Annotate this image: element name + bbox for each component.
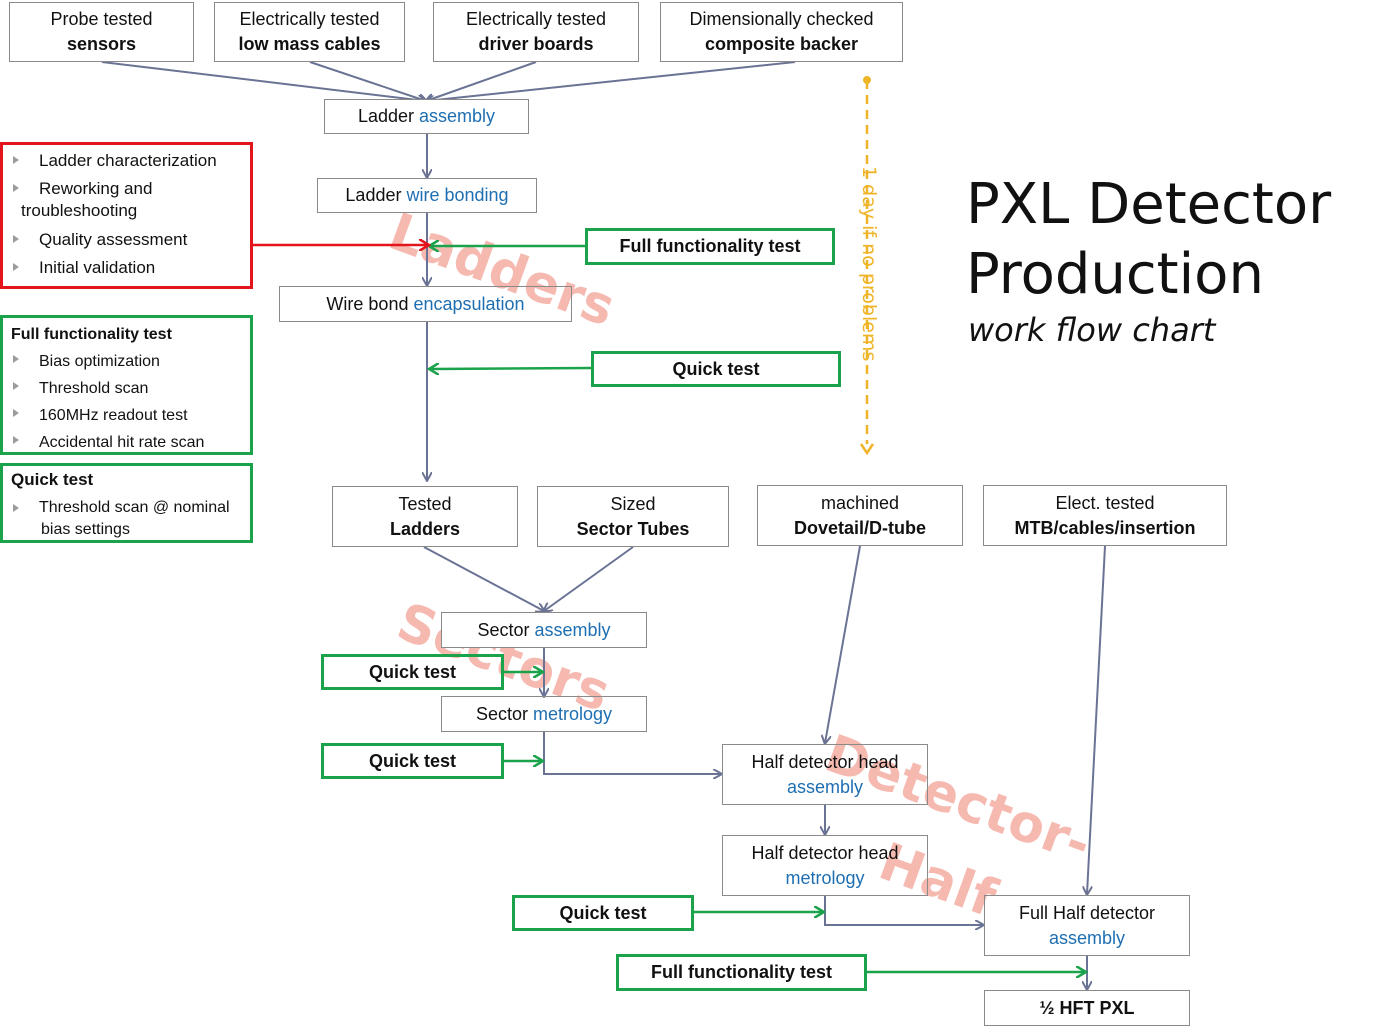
box-mtb-cables-insertion: Elect. tested MTB/cables/insertion (983, 485, 1227, 546)
box-half-detector-head-metrology: Half detector head metrology (722, 835, 928, 896)
box-full-half-detector-assembly: Full Half detector assembly (984, 895, 1190, 956)
box-machined-dovetail: machined Dovetail/D-tube (757, 485, 963, 546)
box-ladder-assembly: Ladder assembly (324, 99, 529, 134)
box-line1: Half detector head (751, 842, 899, 863)
timeline-end-arrowhead (859, 443, 875, 456)
box-label: Sector assembly (477, 618, 610, 643)
box-line2: composite backer (704, 34, 859, 54)
box-sector-metrology: Sector metrology (441, 696, 647, 732)
box-label: Sector metrology (476, 702, 612, 727)
box-line2: driver boards (478, 34, 594, 54)
quick-test-box-4: Quick test (512, 895, 694, 931)
box-composite-backer: Dimensionally checked composite backer (660, 2, 903, 62)
box-label-b: wire bonding (406, 185, 509, 205)
box-half-hft-pxl: ½ HFT PXL (984, 990, 1190, 1026)
box-line1: Electrically tested (465, 9, 607, 29)
panel-item: Ladder characterization (3, 149, 250, 173)
box-line2: low mass cables (238, 34, 381, 54)
arrow-ladders-to-sector (423, 546, 544, 611)
box-line2: assembly (1048, 927, 1126, 948)
arrow-cables-to-ladder (309, 61, 426, 101)
panel-item: Reworking and (3, 177, 250, 201)
box-tested-ladders: Tested Ladders (332, 486, 518, 547)
box-label-b: assembly (419, 106, 496, 126)
box-line1: Sized (610, 493, 656, 514)
box-label-b: encapsulation (413, 293, 525, 314)
arrow-backer-to-ladder (426, 61, 796, 101)
title-line2: Production (966, 242, 1264, 307)
box-label-a: Ladder (357, 106, 420, 126)
full-functionality-test-box-1: Full functionality test (585, 228, 835, 265)
test-arrow-quick-1 (430, 368, 592, 369)
panel-title: Full functionality test (11, 326, 172, 343)
box-probe-tested-sensors: Probe tested sensors (9, 2, 194, 62)
panel-item: Initial validation (3, 256, 250, 280)
box-line2: Sector Tubes (576, 518, 690, 539)
box-sized-sector-tubes: Sized Sector Tubes (537, 486, 729, 547)
full-functionality-test-box-2: Full functionality test (616, 954, 867, 991)
title-line1: PXL Detector (966, 172, 1332, 237)
timeline-start-dot (863, 76, 871, 84)
panel-item: 160MHz readout test (3, 402, 250, 429)
box-half-detector-head-assembly: Half detector head assembly (722, 744, 928, 805)
arrow-tubes-to-sector (544, 546, 634, 611)
panel-item: Threshold scan @ nominal (3, 497, 250, 519)
panel-item: Bias optimization (3, 348, 250, 375)
box-label-a: Ladder (345, 185, 407, 205)
arrow-boards-to-ladder (426, 61, 537, 101)
box-label-a: Sector (477, 619, 535, 640)
box-line1: Elect. tested (1055, 492, 1155, 513)
box-line2: Ladders (389, 518, 461, 539)
arrow-metrology-to-head (543, 732, 721, 774)
arrow-headmetrology-to-full (824, 895, 983, 925)
box-wire-bond-encapsulation: Wire bond encapsulation (279, 286, 572, 322)
arrow-sensors-to-ladder (101, 61, 426, 101)
box-line1: Probe tested (50, 9, 153, 29)
panel-item: Threshold scan (3, 375, 250, 402)
box-line2: assembly (786, 776, 864, 797)
box-line1: Full Half detector (1018, 902, 1156, 923)
box-label: Ladder wire bonding (345, 183, 508, 208)
box-line1: machined (820, 492, 900, 513)
box-label-b: assembly (534, 619, 611, 640)
box-label: Ladder assembly (358, 104, 495, 129)
quick-test-box-1: Quick test (591, 351, 841, 387)
panel-item-continuation: troubleshooting (21, 201, 138, 220)
box-line1: Dimensionally checked (689, 9, 874, 29)
arrow-dovetail-to-head (825, 545, 861, 743)
box-label-a: Wire bond (326, 293, 414, 314)
box-label-b: metrology (533, 703, 613, 724)
panel-item-continuation: bias settings (41, 521, 130, 538)
quick-test-box-2: Quick test (321, 654, 504, 690)
page-subtitle: work flow chart (968, 311, 1216, 349)
panel-quick-test: Quick test Threshold scan @ nominal bias… (0, 463, 253, 543)
box-line2: MTB/cables/insertion (1014, 517, 1196, 538)
box-line1: Tested (398, 493, 452, 514)
box-ladder-wire-bonding: Ladder wire bonding (317, 178, 537, 213)
box-label: Wire bond encapsulation (326, 292, 524, 317)
box-line2: sensors (66, 34, 137, 54)
box-low-mass-cables: Electrically tested low mass cables (214, 2, 405, 62)
panel-full-functionality-test: Full functionality test Bias optimizatio… (0, 315, 253, 455)
panel-item: Quality assessment (3, 228, 250, 252)
box-line2: metrology (785, 867, 865, 888)
panel-title: Quick test (11, 470, 94, 489)
panel-ladder-characterization: Ladder characterization Reworking and tr… (0, 142, 253, 289)
box-line1: Half detector head (751, 751, 899, 772)
panel-item: Accidental hit rate scan (3, 429, 250, 456)
quick-test-box-3: Quick test (321, 743, 504, 779)
box-driver-boards: Electrically tested driver boards (433, 2, 639, 62)
box-line2: Dovetail/D-tube (793, 517, 926, 538)
box-label-a: Sector (475, 703, 533, 724)
box-line1: Electrically tested (239, 9, 380, 29)
arrow-mtb-to-full (1087, 545, 1106, 894)
timeline-label: 1 day if no problems (858, 166, 880, 362)
page-title: PXL Detector Production (966, 170, 1331, 310)
box-sector-assembly: Sector assembly (441, 612, 647, 648)
